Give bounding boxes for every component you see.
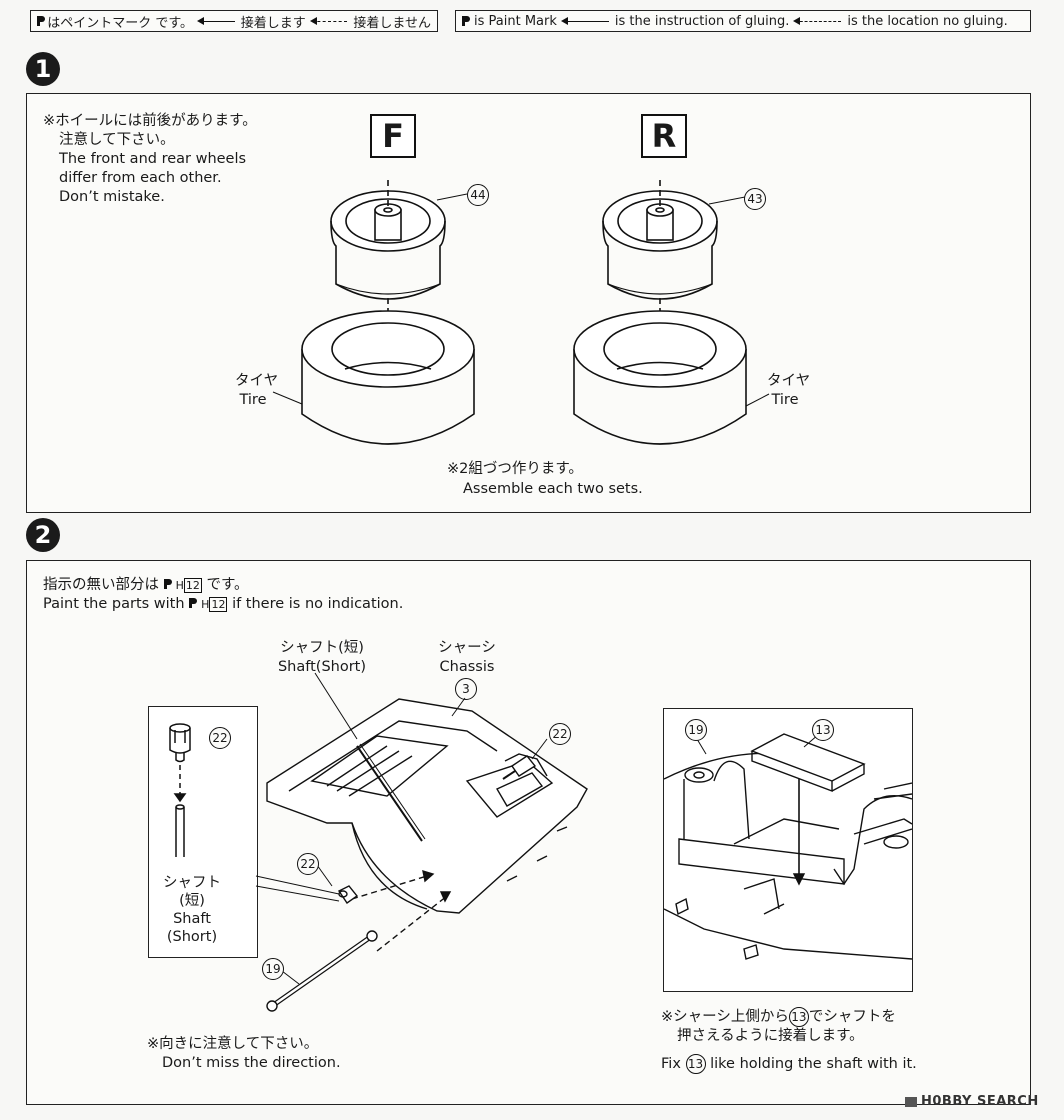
part-19-badge-detail: 19 <box>685 719 707 741</box>
hobbysearch-logo: H0BBY SEARCH <box>905 1094 1039 1109</box>
front-wheel-icon <box>330 190 446 300</box>
chassis-label-en: Chassis <box>439 659 495 675</box>
part-22-badge-left: 22 <box>297 853 319 875</box>
paint-code-number: 12 <box>183 578 202 593</box>
legend-en-noglue: is the location no gluing. <box>847 13 1008 29</box>
inset-shaft-en-2: (Short) <box>166 929 218 945</box>
part-13-badge-inline: 13 <box>788 1007 809 1027</box>
wheel-tire-drawing <box>272 180 770 445</box>
part-22-badge-inset: 22 <box>209 727 231 749</box>
step-2-number: 2 <box>26 518 60 552</box>
no-glue-arrow-icon <box>309 16 348 25</box>
part-44-badge: 44 <box>467 184 489 206</box>
tire-label-en-left: Tire <box>239 392 267 408</box>
wheel-note-jp-1: ※ホイールには前後があります。 <box>43 113 257 129</box>
legend-en: is Paint Mark is the instruction of glui… <box>455 10 1031 32</box>
fix-note-jp-3: 押さえるように接着します。 <box>677 1028 864 1044</box>
legend-en-paint: is Paint Mark <box>474 13 557 29</box>
paint-note-jp-a: 指示の無い部分は <box>43 577 159 593</box>
step-1-panel: ※ホイールには前後があります。 注意して下さい。 The front and r… <box>26 93 1031 513</box>
legend-en-glue: is the instruction of gluing. <box>614 13 790 29</box>
paint-code-letter: H <box>201 598 210 611</box>
legend-jp-glue: 接着します <box>240 15 306 31</box>
paint-code-letter: H <box>175 579 184 592</box>
no-glue-arrow-icon <box>793 16 842 25</box>
shaft-inset-box: 22 シャフト (短) Shaft (Short) <box>148 706 258 958</box>
paint-note-en-a: Paint the parts with <box>43 596 185 612</box>
chassis-icon <box>266 698 588 914</box>
rear-wheel-icon <box>602 190 718 300</box>
tire-label-jp-left: タイヤ <box>235 373 279 389</box>
chassis-label-jp: シャーシ <box>438 640 496 656</box>
tire-label-en-right: Tire <box>771 392 799 408</box>
tire-label-jp-right: タイヤ <box>767 373 811 389</box>
fix-note-en-b: like holding the shaft with it. <box>710 1056 917 1072</box>
paint-mark-icon <box>189 598 198 608</box>
watermark-brand: H0BBY SEARCH <box>921 1094 1039 1109</box>
fix-note-jp-2: でシャフトを <box>808 1009 896 1025</box>
fix-note-en-a: Fix <box>661 1056 681 1072</box>
detail-inset-box: 19 13 <box>663 708 913 992</box>
inset-shaft-en-1: Shaft <box>173 911 211 927</box>
wheel-note-en-3: Don’t mistake. <box>59 189 165 205</box>
glue-arrow-icon <box>560 16 609 25</box>
step-1-number: 1 <box>26 52 60 86</box>
part-13-plate-icon <box>750 733 866 793</box>
front-label: F <box>370 114 416 158</box>
chassis-detail-icon <box>664 752 912 960</box>
chassis-drawing <box>255 672 588 1012</box>
rear-label: R <box>641 114 687 158</box>
fix-note-jp-1: ※シャーシ上側から <box>661 1009 789 1025</box>
paint-code-number: 12 <box>209 597 228 612</box>
shaft-short-icon <box>356 743 426 842</box>
paint-note-jp-b: です。 <box>206 577 249 593</box>
direction-note-jp: ※向きに注意して下さい。 <box>147 1036 319 1052</box>
part-13-badge-inline-en: 13 <box>685 1054 706 1074</box>
rear-tire-icon <box>573 310 747 445</box>
wheel-note-jp-2: 注意して下さい。 <box>59 132 175 148</box>
part-43-badge: 43 <box>744 188 766 210</box>
part-22-top-icon <box>502 755 537 780</box>
paint-mark-icon <box>37 16 46 26</box>
wheel-note-en-2: differ from each other. <box>59 170 222 186</box>
legend-jp-paint: はペイントマーク です。 <box>47 15 194 31</box>
paint-mark-icon <box>163 579 172 589</box>
part-22-cap-loose-icon <box>337 885 359 904</box>
legend-jp: はペイントマーク です。 接着します 接着しません <box>30 10 438 32</box>
glue-arrow-icon <box>197 16 235 25</box>
wheel-note-en-1: The front and rear wheels <box>59 151 247 167</box>
paint-note-en-b: if there is no indication. <box>232 596 404 612</box>
part-3-badge: 3 <box>455 678 477 700</box>
fix-note-en: Fix 13 like holding the shaft with it. <box>661 1054 917 1074</box>
direction-note-en: Don’t miss the direction. <box>162 1055 341 1071</box>
legend-jp-noglue: 接着しません <box>353 15 431 31</box>
short-shaft-icon <box>175 804 185 857</box>
hobbysearch-mark-icon <box>905 1096 917 1107</box>
inset-shaft-jp-1: シャフト <box>163 875 221 891</box>
assemble-note-jp: ※2組づつ作ります。 <box>447 461 583 477</box>
part-19-badge: 19 <box>262 958 284 980</box>
assemble-note-en: Assemble each two sets. <box>463 481 643 497</box>
part-22-badge-top: 22 <box>549 723 571 745</box>
front-tire-icon <box>301 310 475 445</box>
paint-mark-icon <box>462 16 470 26</box>
inset-shaft-jp-2: (短) <box>179 893 205 909</box>
part-13-badge-detail: 13 <box>812 719 834 741</box>
shaft-short-label-jp: シャフト(短) <box>280 640 364 656</box>
part-19-rod-icon <box>266 930 378 1012</box>
part-22-cap-icon <box>169 723 191 763</box>
shaft-short-label-en: Shaft(Short) <box>277 659 367 675</box>
